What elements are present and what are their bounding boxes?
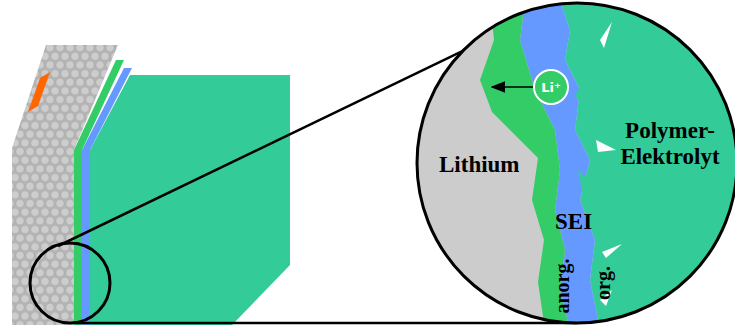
- electrolyte-block: [90, 75, 290, 325]
- zoom-line: [76, 322, 577, 325]
- region-label: Lithium: [439, 152, 520, 178]
- organic-sei-region: [520, 0, 600, 326]
- region-label: org.: [592, 266, 615, 300]
- zoom-circle: [30, 243, 110, 323]
- region-label: anorg.: [551, 259, 574, 314]
- region-label: Polymer- Elektrolyt: [612, 118, 728, 171]
- organic-sei-label-box: org.: [590, 256, 616, 310]
- magnified-view: [410, 0, 735, 326]
- lithium-region: [410, 0, 735, 326]
- ion-path-arrow: [492, 86, 533, 88]
- sei-label: SEI: [555, 209, 592, 235]
- lithium-region: Lithium: [425, 20, 492, 300]
- ion-label: Li⁺: [541, 80, 561, 95]
- electrolyte-label-box: Polymer- Elektrolyt: [612, 118, 728, 178]
- pore: [600, 22, 612, 48]
- electrolyte-spike: [578, 170, 610, 205]
- inorganic-sei-label-box: anorg.: [549, 252, 575, 320]
- lithium-ion: Li⁺: [533, 69, 569, 105]
- magnifier-circle: [417, 3, 735, 323]
- electrolyte-spike: [575, 55, 600, 110]
- current-collector-tab: [28, 72, 50, 112]
- cell-stack: [12, 45, 290, 325]
- pore: [596, 140, 616, 152]
- lithium-block: [12, 45, 118, 325]
- pore: [602, 244, 622, 258]
